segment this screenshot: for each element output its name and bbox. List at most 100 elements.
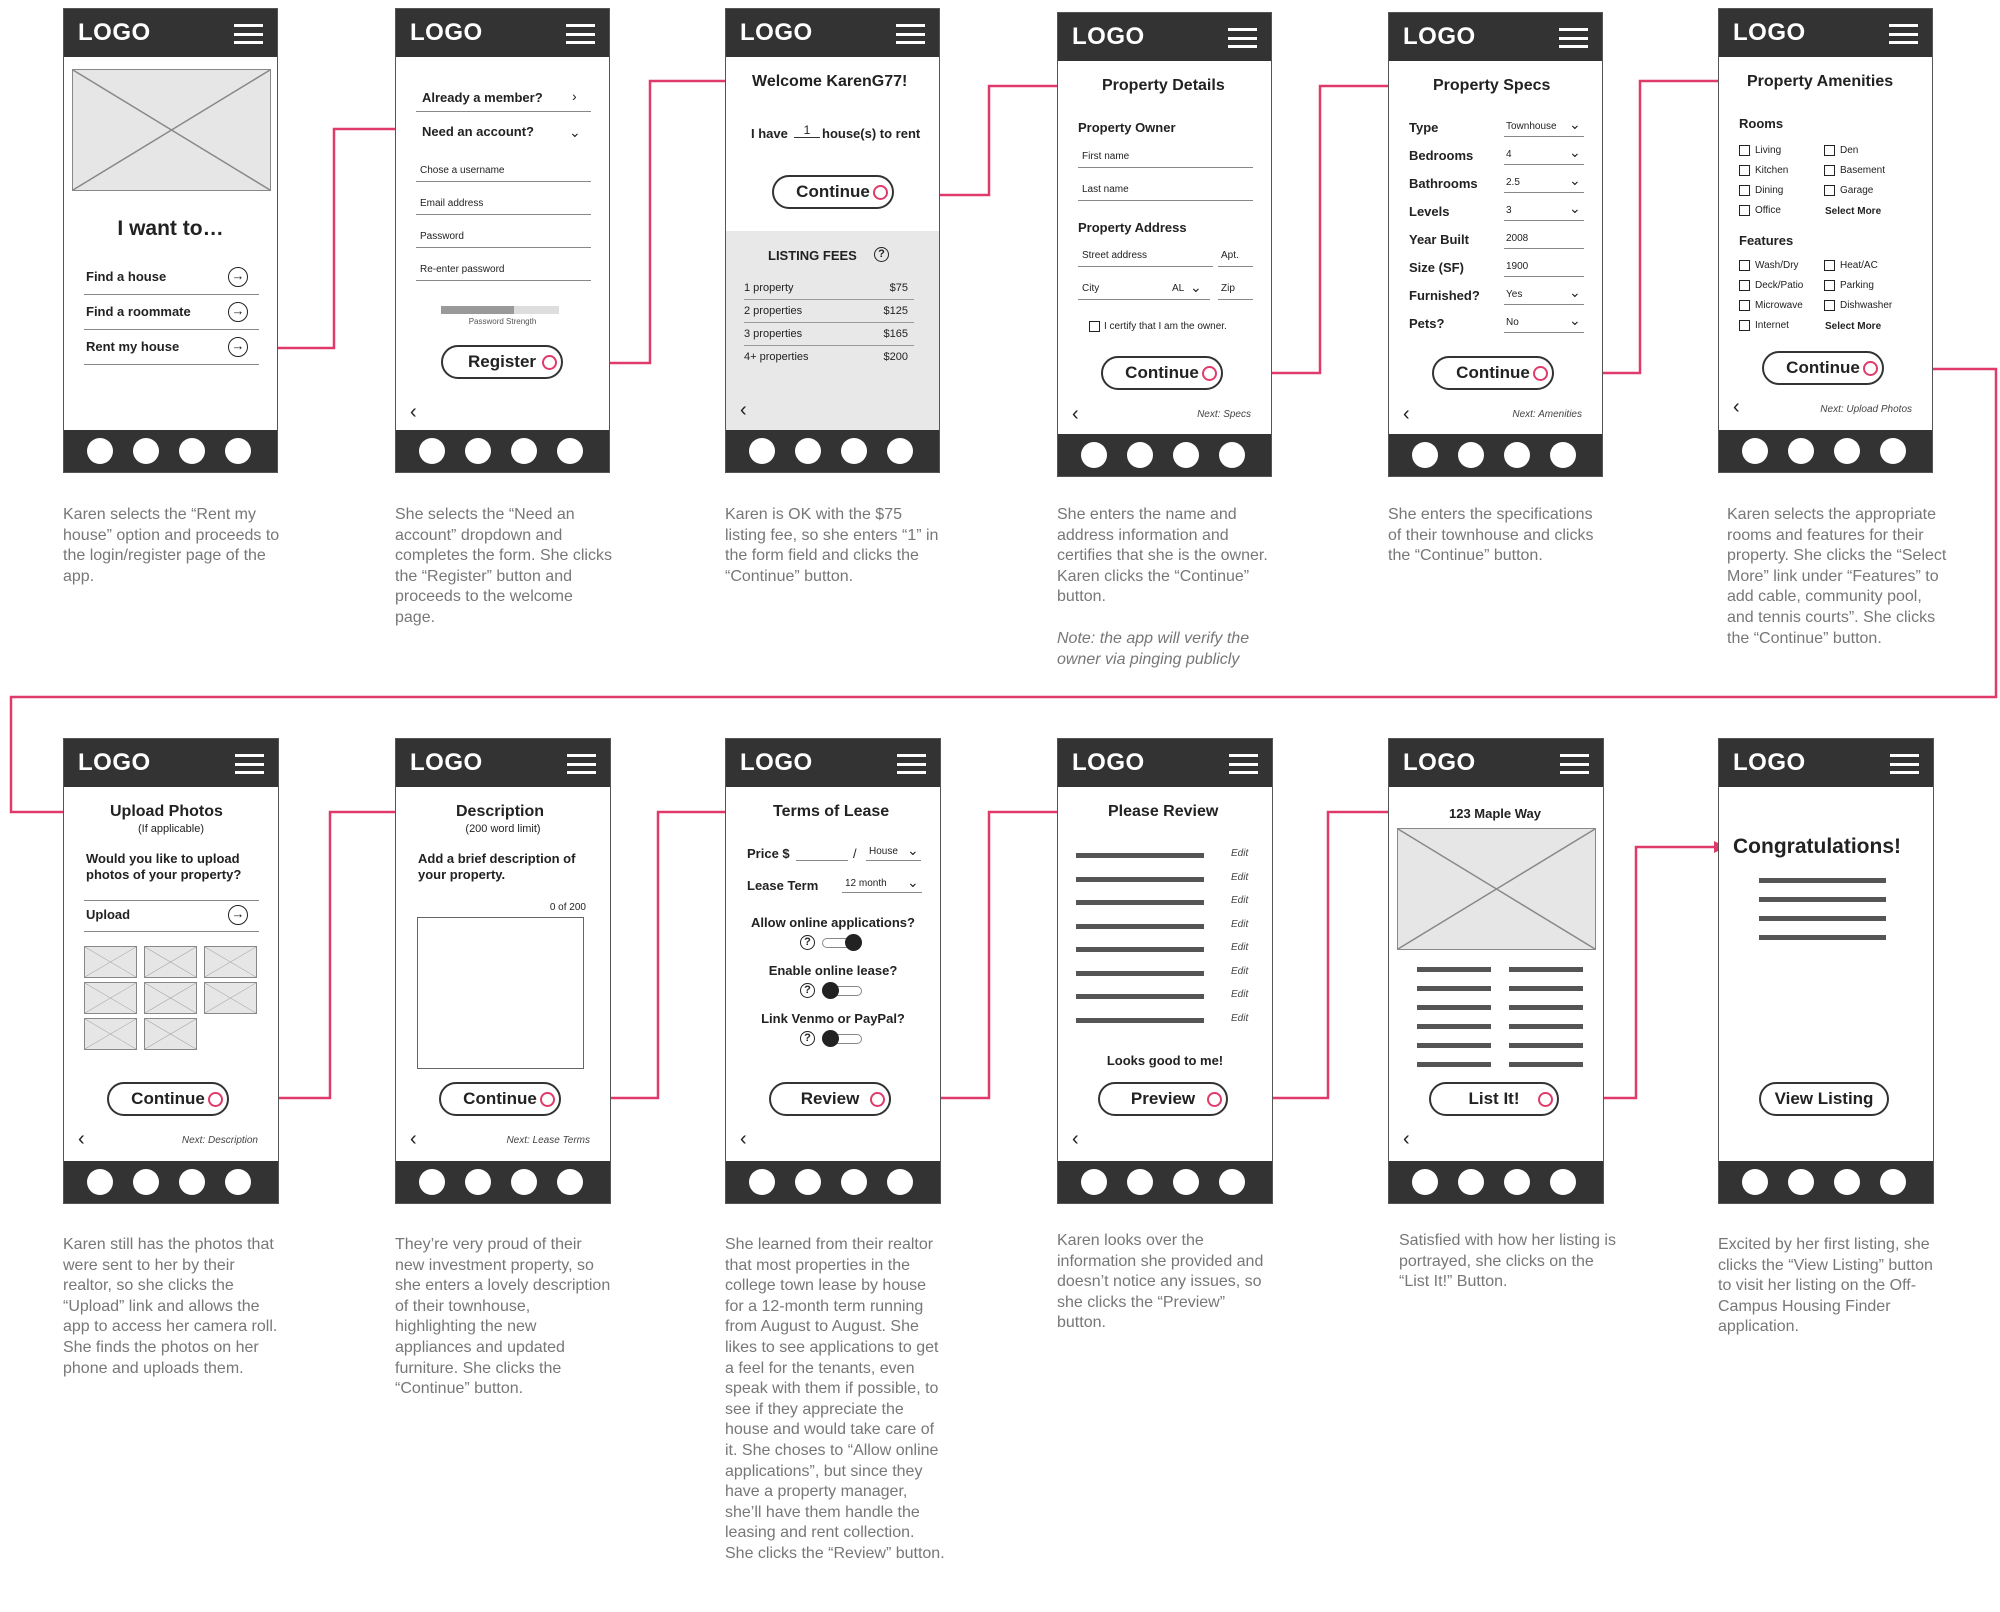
- checkbox[interactable]: [1739, 320, 1750, 331]
- continue-button[interactable]: Continue: [107, 1082, 229, 1116]
- photo-thumbnail[interactable]: [84, 1018, 137, 1050]
- checkbox[interactable]: [1824, 145, 1835, 156]
- continue-button[interactable]: Continue: [772, 175, 894, 209]
- edit-link[interactable]: Edit: [1231, 1012, 1249, 1024]
- checkbox[interactable]: [1824, 300, 1835, 311]
- menu-icon[interactable]: [1889, 24, 1918, 44]
- menu-icon[interactable]: [1228, 28, 1257, 48]
- arrow-right-icon[interactable]: →: [228, 905, 248, 925]
- photo-thumbnail[interactable]: [204, 946, 257, 978]
- continue-button[interactable]: Continue: [1432, 356, 1554, 390]
- street-field[interactable]: Street address: [1082, 250, 1148, 261]
- checkbox[interactable]: [1739, 205, 1750, 216]
- spec-value[interactable]: Yes: [1506, 289, 1523, 300]
- continue-button[interactable]: Continue: [439, 1082, 561, 1116]
- edit-link[interactable]: Edit: [1231, 918, 1249, 930]
- edit-link[interactable]: Edit: [1231, 989, 1249, 1000]
- menu-icon[interactable]: [1560, 754, 1589, 774]
- chevron-down-icon[interactable]: ⌄: [1569, 144, 1581, 160]
- chevron-down-icon[interactable]: ⌄: [907, 842, 919, 858]
- password-field[interactable]: Password: [420, 231, 464, 242]
- photo-thumbnail[interactable]: [144, 982, 197, 1014]
- arrow-right-icon[interactable]: →: [228, 267, 248, 287]
- chevron-down-icon[interactable]: ⌄: [1190, 279, 1202, 295]
- spec-value[interactable]: 3: [1506, 205, 1512, 216]
- back-icon[interactable]: ‹: [1072, 1128, 1079, 1150]
- option-find-roommate[interactable]: Find a roommate: [86, 304, 191, 319]
- view-listing-button[interactable]: View Listing: [1759, 1082, 1889, 1116]
- chevron-down-icon[interactable]: ⌄: [569, 124, 581, 140]
- photo-thumbnail[interactable]: [84, 946, 137, 978]
- photo-thumbnail[interactable]: [144, 946, 197, 978]
- menu-icon[interactable]: [566, 24, 595, 44]
- preview-button[interactable]: Preview: [1098, 1082, 1228, 1116]
- back-icon[interactable]: ‹: [1072, 403, 1079, 425]
- spec-value[interactable]: 4: [1506, 149, 1512, 160]
- spec-value[interactable]: 2008: [1506, 233, 1529, 244]
- checkbox[interactable]: [1739, 165, 1750, 176]
- email-field[interactable]: Email address: [420, 198, 484, 209]
- menu-icon[interactable]: [234, 24, 263, 44]
- menu-icon[interactable]: [235, 754, 264, 774]
- list-it-button[interactable]: List It!: [1429, 1082, 1559, 1116]
- chevron-down-icon[interactable]: ⌄: [1569, 284, 1581, 300]
- already-member-link[interactable]: Already a member?: [422, 90, 543, 105]
- need-account-dropdown[interactable]: Need an account?: [422, 124, 534, 139]
- features-select-more[interactable]: Select More: [1825, 321, 1882, 332]
- first-name-field[interactable]: First name: [1082, 151, 1130, 162]
- menu-icon[interactable]: [567, 754, 596, 774]
- house-count-field[interactable]: 1: [794, 123, 820, 138]
- menu-icon[interactable]: [1890, 754, 1919, 774]
- continue-button[interactable]: Continue: [1762, 351, 1884, 385]
- state-select[interactable]: AL: [1172, 283, 1185, 294]
- description-textarea[interactable]: [417, 917, 584, 1069]
- menu-icon[interactable]: [896, 24, 925, 44]
- option-rent-house[interactable]: Rent my house: [86, 339, 180, 354]
- help-icon[interactable]: ?: [874, 247, 889, 262]
- menu-icon[interactable]: [1229, 754, 1258, 774]
- option-find-house[interactable]: Find a house: [86, 269, 167, 284]
- rooms-select-more[interactable]: Select More: [1825, 206, 1882, 217]
- register-button[interactable]: Register: [441, 345, 563, 379]
- checkbox[interactable]: [1824, 185, 1835, 196]
- edit-link[interactable]: Edit: [1231, 871, 1249, 883]
- checkbox[interactable]: [1739, 260, 1750, 271]
- photo-thumbnail[interactable]: [204, 982, 257, 1014]
- edit-link[interactable]: Edit: [1231, 895, 1249, 906]
- review-button[interactable]: Review: [769, 1082, 891, 1116]
- photo-thumbnail[interactable]: [144, 1018, 197, 1050]
- back-icon[interactable]: ‹: [1403, 1128, 1410, 1150]
- back-icon[interactable]: ‹: [740, 399, 747, 421]
- chevron-right-icon[interactable]: ›: [572, 88, 577, 104]
- checkbox[interactable]: [1824, 260, 1835, 271]
- checkbox[interactable]: [1739, 185, 1750, 196]
- edit-link[interactable]: Edit: [1231, 965, 1249, 977]
- back-icon[interactable]: ‹: [740, 1128, 747, 1150]
- toggle-online-applications[interactable]: [822, 934, 862, 951]
- spec-value[interactable]: No: [1506, 317, 1519, 328]
- edit-link[interactable]: Edit: [1231, 942, 1249, 953]
- menu-icon[interactable]: [1559, 28, 1588, 48]
- last-name-field[interactable]: Last name: [1082, 184, 1129, 195]
- continue-button[interactable]: Continue: [1101, 356, 1223, 390]
- back-icon[interactable]: ‹: [410, 1128, 417, 1150]
- certify-checkbox[interactable]: [1089, 321, 1100, 332]
- upload-link[interactable]: Upload: [86, 907, 131, 922]
- help-icon[interactable]: ?: [800, 935, 815, 950]
- back-icon[interactable]: ‹: [410, 401, 417, 423]
- checkbox[interactable]: [1739, 300, 1750, 311]
- checkbox[interactable]: [1824, 280, 1835, 291]
- back-icon[interactable]: ‹: [1733, 396, 1740, 418]
- apt-field[interactable]: Apt.: [1221, 250, 1239, 261]
- lease-term-select[interactable]: 12 month: [845, 878, 887, 889]
- spec-value[interactable]: 1900: [1506, 261, 1529, 272]
- photo-thumbnail[interactable]: [84, 982, 137, 1014]
- price-per-select[interactable]: House: [869, 846, 898, 857]
- chevron-down-icon[interactable]: ⌄: [1569, 172, 1581, 188]
- zip-field[interactable]: Zip: [1221, 283, 1235, 294]
- spec-value[interactable]: 2.5: [1506, 177, 1520, 188]
- chevron-down-icon[interactable]: ⌄: [907, 874, 919, 890]
- back-icon[interactable]: ‹: [78, 1128, 85, 1150]
- toggle-online-lease[interactable]: [822, 982, 862, 999]
- arrow-right-icon[interactable]: →: [228, 337, 248, 357]
